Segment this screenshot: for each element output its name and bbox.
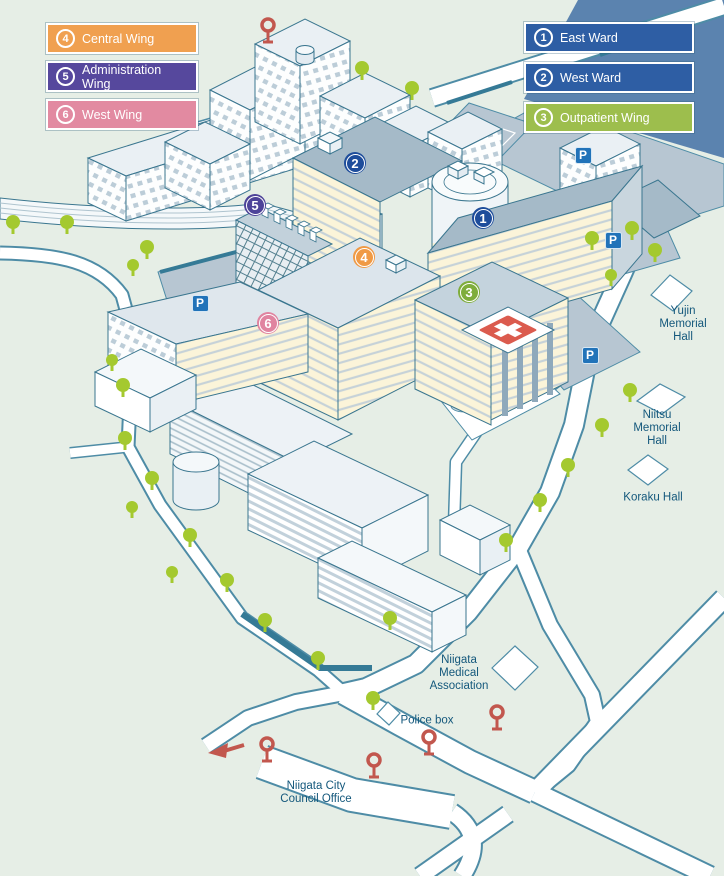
legend-item-west-wing: 6 West Wing [46,99,198,130]
legend-left: 4 Central Wing 5 Administration Wing 6 W… [46,23,198,130]
badge-number: 1 [479,210,487,226]
traffic-signal-icons [259,17,505,779]
legend-badge-4: 4 [56,29,75,48]
parking-icon: P [191,294,209,312]
storage-tank [172,462,220,511]
legend-badge-1: 1 [534,28,553,47]
legend-item-outpatient-wing: 3 Outpatient Wing [524,102,694,133]
label-yujin-memorial-hall: Yujin Memorial Hall [659,305,707,344]
building-badge-west-ward: 2 [344,152,366,174]
helipad [460,306,556,354]
legend-label: West Wing [82,107,143,122]
badge-number: 5 [251,197,259,213]
label-niitsu-memorial-hall: Niitsu Memorial Hall [633,409,681,448]
label-koraku-hall: Koraku Hall [623,491,683,504]
badge-number: 2 [351,155,359,171]
label-niigata-medical-association: Niigata Medical Association [429,654,489,693]
building-badge-west-wing: 6 [257,312,279,334]
police-box-building [376,701,401,726]
city-block-5 [163,121,252,211]
legend-badge-2: 2 [534,68,553,87]
medical-association-building [491,645,539,691]
badge-number: 3 [465,284,473,300]
landmark-buildings [376,274,693,726]
legend-item-administration-wing: 5 Administration Wing [46,61,198,92]
legend-label: Outpatient Wing [560,110,650,125]
legend-badge-3: 3 [534,108,553,127]
legend-label: West Ward [560,70,622,85]
label-niigata-city-council-office: Niigata City Council Office [280,779,352,805]
building-badge-central-wing: 4 [353,246,375,268]
parking-icon: P [574,146,592,164]
parking-icon: P [604,231,622,249]
parking-wall [159,250,237,274]
building-badge-administration-wing: 5 [244,194,266,216]
yujin-hall-building [650,274,693,312]
trees [6,61,662,710]
legend-item-west-ward: 2 West Ward [524,62,694,93]
legend-right: 1 East Ward 2 West Ward 3 Outpatient Win… [524,22,694,133]
parking-icon: P [581,346,599,364]
legend-label: East Ward [560,30,618,45]
building-west-wing [93,281,310,433]
niitsu-hall-building [635,383,687,415]
building-badge-east-ward: 1 [472,207,494,229]
building-outpatient-wing [413,261,570,426]
building-badge-outpatient-wing: 3 [458,281,480,303]
label-police-box: Police box [400,714,454,727]
legend-item-east-ward: 1 East Ward [524,22,694,53]
legend-badge-6: 6 [56,105,75,124]
legend-badge-5: 5 [56,67,75,86]
badge-number: 6 [264,315,272,331]
legend-label: Central Wing [82,31,155,46]
direction-arrow-icon [208,743,245,758]
legend-item-central-wing: 4 Central Wing [46,23,198,54]
legend-label: Administration Wing [82,62,162,91]
koraku-hall-building [627,454,670,486]
badge-number: 4 [360,249,368,265]
service-buildings [168,371,512,653]
hospital-buildings [93,116,644,433]
